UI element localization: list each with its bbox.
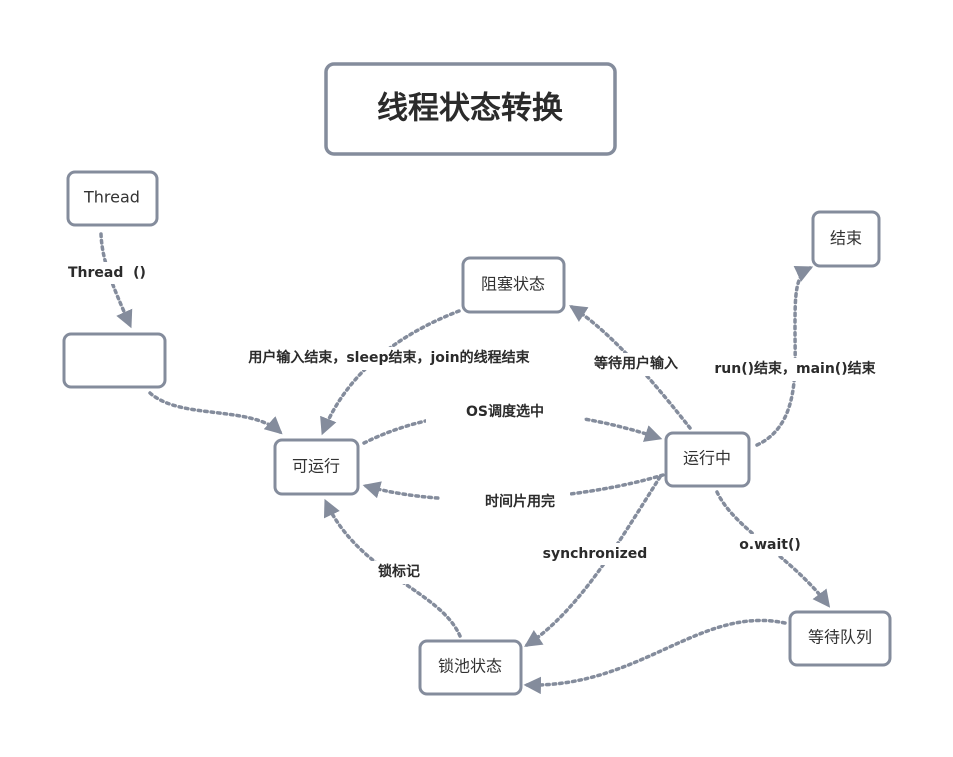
diagram-title-box: 线程状态转换	[324, 62, 617, 156]
nodes: Thread 阻塞状态 结束 可运行 运行中 锁池状态 等待队	[62, 170, 892, 696]
edge-running-to-terminated	[755, 266, 814, 447]
edge-runnable-to-running	[362, 410, 663, 445]
diagram-title: 线程状态转换	[377, 91, 563, 127]
node-running-label: 运行中	[683, 449, 731, 468]
node-terminated-label: 结束	[830, 229, 862, 248]
label-runnable-to-running: OS调度选中	[466, 403, 544, 420]
label-running-to-waitqueue: o.wait()	[739, 537, 801, 553]
node-thread-label: Thread	[83, 188, 140, 207]
label-blocked-to-runnable: 用户输入结束，sleep结束，join的线程结束	[248, 349, 530, 366]
label-running-to-runnable: 时间片用完	[485, 493, 555, 510]
edge-waitqueue-to-lockpool	[523, 618, 787, 695]
node-wait-queue: 等待队列	[788, 610, 892, 667]
edge-new-to-runnable	[148, 391, 283, 435]
node-blocked-label: 阻塞状态	[481, 275, 545, 294]
node-running: 运行中	[664, 431, 751, 488]
node-new-state	[62, 332, 167, 389]
node-runnable: 可运行	[273, 438, 360, 496]
node-wait-queue-label: 等待队列	[808, 628, 872, 647]
node-lock-pool-label: 锁池状态	[438, 657, 502, 676]
label-thread-to-new: Thread ()	[68, 265, 146, 281]
node-blocked: 阻塞状态	[461, 256, 566, 314]
node-terminated: 结束	[811, 210, 881, 268]
label-lockpool-to-runnable: 锁标记	[378, 563, 420, 580]
label-running-to-terminated: run()结束，main()结束	[714, 360, 876, 377]
label-running-to-blocked: 等待用户输入	[594, 355, 678, 372]
label-running-to-lockpool: synchronized	[543, 546, 648, 562]
edge-running-to-lockpool	[524, 475, 662, 647]
node-lock-pool: 锁池状态	[418, 639, 523, 696]
node-thread: Thread	[66, 170, 159, 227]
edge-labels: Thread () 用户输入结束，sleep结束，join的线程结束 等待用户输…	[64, 262, 883, 584]
node-runnable-label: 可运行	[292, 457, 340, 476]
